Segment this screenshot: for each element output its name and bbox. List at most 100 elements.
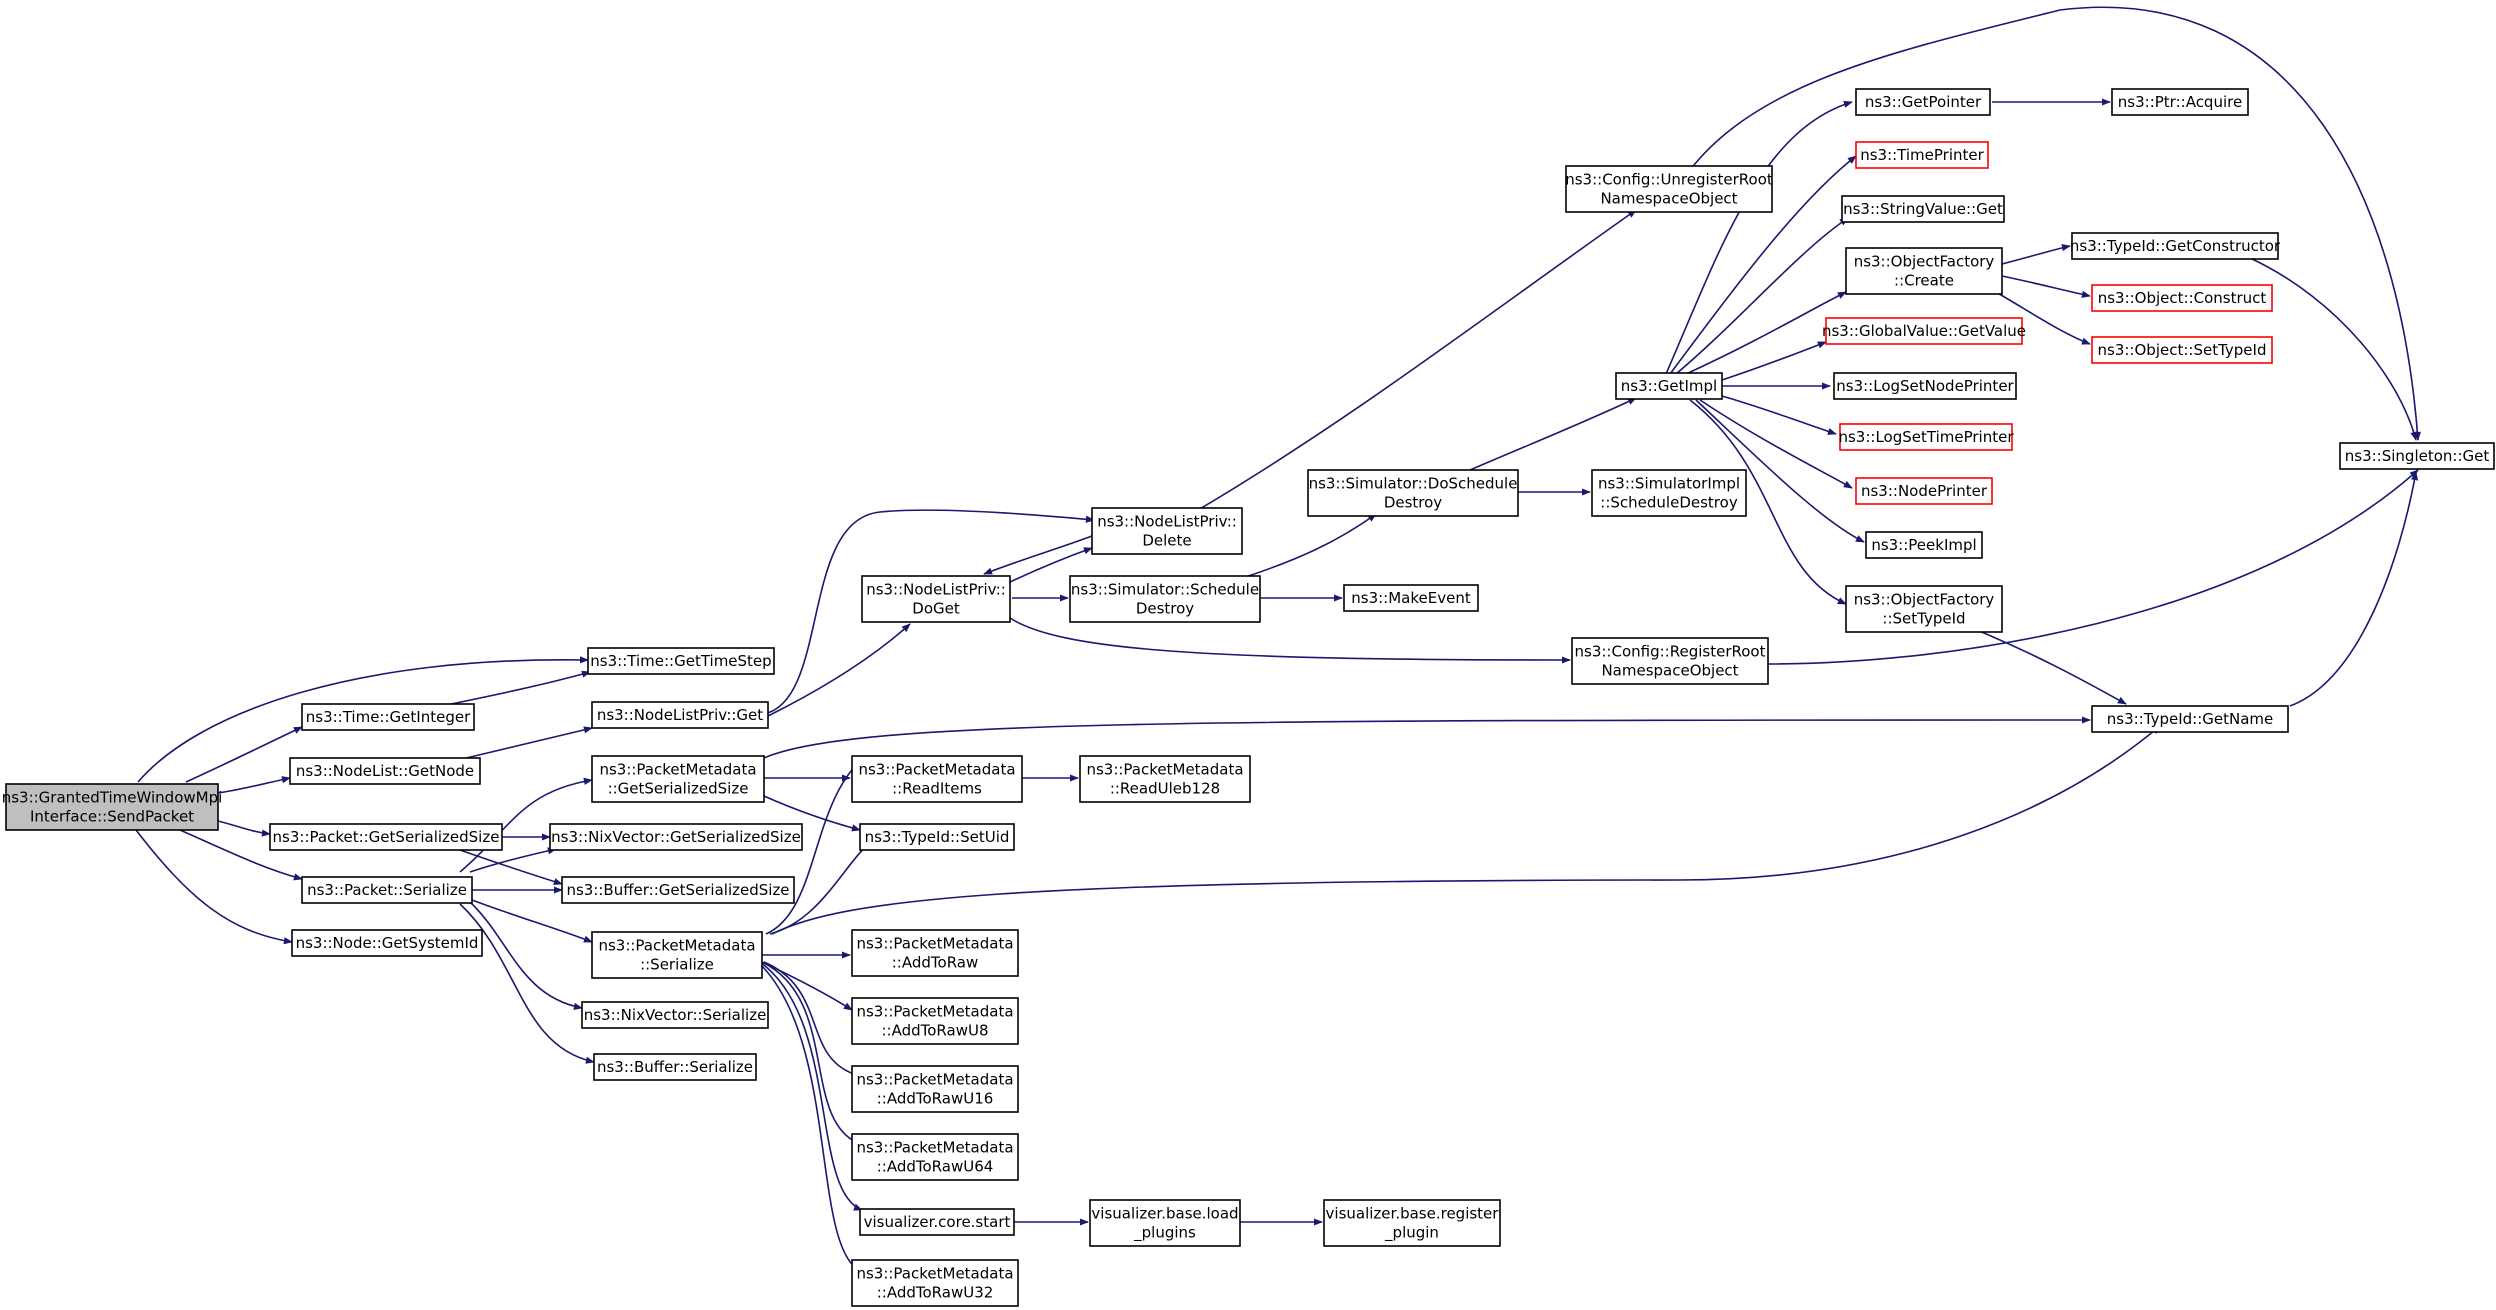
node-box [2091,284,2273,312]
node-label-line: ::Create [1894,272,1954,290]
node-box [1307,469,1519,517]
edge-getimpl-to-objectfactory-create [1685,291,1847,375]
node-box [1855,477,1993,505]
node-label-line: ns3::Buffer::GetSerializedSize [566,881,789,899]
node-label-line: ::AddToRawU8 [881,1022,988,1040]
node-log-set-node-printer[interactable]: ns3::LogSetNodePrinter [1833,372,2017,400]
node-object-factory-create[interactable]: ns3::ObjectFactory::Create [1845,247,2003,295]
node-root[interactable]: ns3::GrantedTimeWindowMpiInterface::Send… [2,783,223,831]
edge-ps-to-nix-serialize [469,901,583,1010]
node-label-line: ns3::PacketMetadata [598,937,755,955]
edge-getname-to-singleton [2289,471,2419,707]
node-vis-base-load-plugins[interactable]: visualizer.base.load_plugins [1089,1199,1241,1247]
node-label-line: ns3::Config::RegisterRoot [1575,643,1766,661]
edge-create-to-objectsettypeid [1995,291,2091,345]
node-box [1089,1199,1241,1247]
node-sim-impl-schedule-destroy[interactable]: ns3::SimulatorImpl::ScheduleDestroy [1591,469,1747,517]
node-type-id-set-uid[interactable]: ns3::TypeId::SetUid [859,823,1015,851]
node-packet-get-serialized-size[interactable]: ns3::Packet::GetSerializedSize [269,823,503,851]
node-pm-add-to-raw-u32[interactable]: ns3::PacketMetadata::AddToRawU32 [851,1259,1019,1307]
node-ptr-acquire[interactable]: ns3::Ptr::Acquire [2111,88,2249,116]
edge-getimpl-to-nodeprinter [1699,399,1853,489]
node-box [1845,247,2003,295]
edge-getimpl-to-stringvalue [1675,217,1849,375]
node-type-id-get-constructor[interactable]: ns3::TypeId::GetConstructor [2070,232,2281,260]
node-box [1825,317,2023,345]
node-box [851,1065,1019,1113]
node-time-get-integer[interactable]: ns3::Time::GetInteger [301,703,475,731]
node-make-event[interactable]: ns3::MakeEvent [1343,584,1479,612]
node-pm-add-to-raw[interactable]: ns3::PacketMetadata::AddToRaw [851,929,1019,977]
node-global-value-get-value[interactable]: ns3::GlobalValue::GetValue [1822,317,2026,345]
node-config-unregister-root[interactable]: ns3::Config::UnregisterRootNamespaceObje… [1565,165,1773,213]
node-time-printer[interactable]: ns3::TimePrinter [1855,141,1989,169]
node-type-id-get-name[interactable]: ns3::TypeId::GetName [2091,705,2289,733]
node-label-line: ns3::Time::GetTimeStep [590,652,771,670]
node-box [593,1053,757,1081]
node-vis-core-start[interactable]: visualizer.core.start [859,1208,1015,1236]
node-label-line: ns3::PacketMetadata [856,1139,1013,1157]
node-object-construct[interactable]: ns3::Object::Construct [2091,284,2273,312]
node-pm-get-serialized-size[interactable]: ns3::PacketMetadata::GetSerializedSize [591,755,765,803]
node-vis-base-register-plugin[interactable]: visualizer.base.register_plugin [1323,1199,1501,1247]
edge-nlpget-to-doget [767,623,911,717]
node-nix-get-serialized-size[interactable]: ns3::NixVector::GetSerializedSize [549,823,803,851]
node-object-set-type-id[interactable]: ns3::Object::SetTypeId [2091,336,2273,364]
node-log-set-time-printer[interactable]: ns3::LogSetTimePrinter [1838,423,2014,451]
node-singleton-get[interactable]: ns3::Singleton::Get [2339,442,2495,470]
node-label-line: ns3::NixVector::Serialize [584,1006,767,1024]
edge-root-to-time-getinteger [185,726,303,783]
node-string-value-get[interactable]: ns3::StringValue::Get [1841,195,2005,223]
node-time-get-time-step[interactable]: ns3::Time::GetTimeStep [587,647,775,675]
node-get-pointer[interactable]: ns3::GetPointer [1855,88,1991,116]
node-pm-add-to-raw-u16[interactable]: ns3::PacketMetadata::AddToRawU16 [851,1065,1019,1113]
node-box [1079,755,1251,803]
node-box [591,931,763,979]
node-pm-add-to-raw-u8[interactable]: ns3::PacketMetadata::AddToRawU8 [851,997,1019,1045]
node-get-impl[interactable]: ns3::GetImpl [1615,372,1723,400]
node-buffer-get-serialized-size[interactable]: ns3::Buffer::GetSerializedSize [561,876,795,904]
node-label-line: visualizer.base.register [1326,1205,1500,1223]
node-node-printer[interactable]: ns3::NodePrinter [1855,477,1993,505]
node-peek-impl[interactable]: ns3::PeekImpl [1865,531,1983,559]
node-box [851,1133,1019,1181]
edge-doget-to-registerroot [1009,617,1571,664]
node-node-get-system-id[interactable]: ns3::Node::GetSystemId [291,929,483,957]
node-node-list-priv-do-get[interactable]: ns3::NodeListPriv::DoGet [861,575,1011,623]
node-sim-schedule-destroy[interactable]: ns3::Simulator::ScheduleDestroy [1069,575,1261,623]
node-label-line: ns3::Simulator::DoSchedule [1309,475,1518,493]
node-pm-serialize[interactable]: ns3::PacketMetadata::Serialize [591,931,763,979]
node-node-list-priv-delete[interactable]: ns3::NodeListPriv::Delete [1091,507,1243,555]
node-label-line: Interface::SendPacket [30,808,194,826]
edge-getimpl-to-timeprinter [1669,155,1857,375]
node-node-list-get-node[interactable]: ns3::NodeList::GetNode [289,757,481,785]
node-pm-read-uleb128[interactable]: ns3::PacketMetadata::ReadUleb128 [1079,755,1251,803]
edge-doget-to-delete [1009,547,1093,583]
node-pm-read-items[interactable]: ns3::PacketMetadata::ReadItems [851,755,1023,803]
edge-getimpl-to-logsettimeprinter [1721,395,1837,435]
node-label-line: ns3::LogSetTimePrinter [1838,428,2014,446]
node-label-line: ns3::PacketMetadata [858,761,1015,779]
node-pm-add-to-raw-u64[interactable]: ns3::PacketMetadata::AddToRawU64 [851,1133,1019,1181]
node-box [861,575,1011,623]
node-label-line: ns3::GetPointer [1865,93,1982,111]
edge-delete-to-unregisterroot [1197,209,1637,511]
node-label-line: ns3::NodeList::GetNode [296,762,474,780]
node-box [291,929,483,957]
edge-pmserialize-to-addtorawu32 [757,961,863,1273]
edge-pmserialize-to-addtorawu64 [761,961,861,1145]
node-label-line: ::AddToRawU64 [877,1158,994,1176]
node-box [859,823,1015,851]
node-buffer-serialize[interactable]: ns3::Buffer::Serialize [593,1053,757,1081]
edge-root-to-time-gettimestep [137,656,589,783]
node-node-list-priv-get[interactable]: ns3::NodeListPriv::Get [591,701,769,729]
node-packet-serialize[interactable]: ns3::Packet::Serialize [301,876,473,904]
node-object-factory-set-type-id[interactable]: ns3::ObjectFactory::SetTypeId [1845,585,2003,633]
node-nix-serialize[interactable]: ns3::NixVector::Serialize [581,1001,769,1029]
node-label-line: ns3::NodeListPriv::Get [597,706,763,724]
node-label-line: ns3::NodeListPriv:: [1097,513,1237,531]
edge-pmserialize-to-readitems [765,755,867,935]
node-label-line: ns3::PacketMetadata [856,935,1013,953]
